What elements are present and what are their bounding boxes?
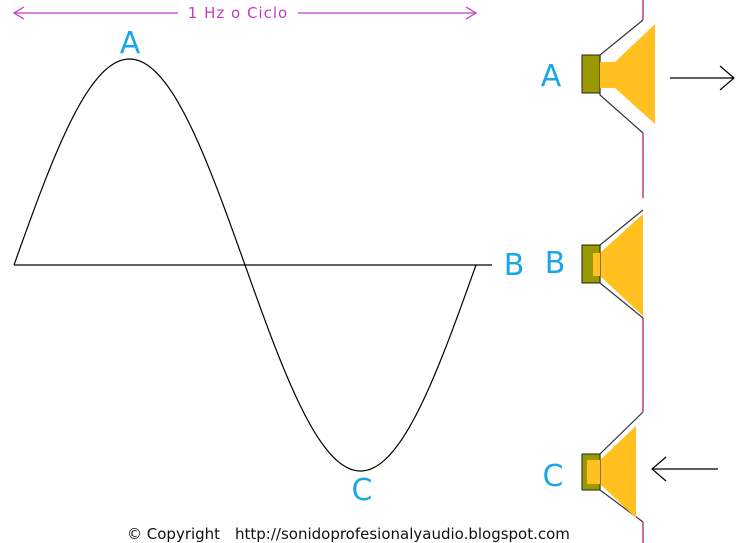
speaker-cone-b bbox=[600, 214, 643, 316]
blog-url: http://sonidoprofesionalyaudio.blogspot.… bbox=[235, 525, 570, 543]
speaker-magnet-a bbox=[581, 54, 601, 94]
wave-baseline-label: B bbox=[504, 248, 525, 283]
cycle-arrowhead-left bbox=[12, 6, 25, 20]
speaker-label-a: A bbox=[541, 59, 562, 94]
speaker-voicecoil-a bbox=[600, 62, 615, 88]
speaker-cone-c bbox=[600, 426, 636, 518]
speaker-label-c: C bbox=[543, 459, 564, 494]
speaker-voicecoil-c bbox=[587, 460, 600, 484]
copyright-text: © Copyright bbox=[127, 525, 220, 543]
speaker-label-b: B bbox=[545, 246, 566, 281]
cycle-arrowhead-right bbox=[465, 6, 478, 20]
right-arrow-icon bbox=[670, 65, 735, 91]
cycle-label: 1 Hz o Ciclo bbox=[188, 4, 288, 22]
speaker-c bbox=[581, 411, 718, 543]
speaker-cone-a bbox=[615, 24, 655, 124]
wave-trough-label: C bbox=[352, 473, 373, 508]
speaker-b bbox=[581, 209, 644, 412]
cycle-dimension bbox=[12, 6, 478, 20]
left-arrow-icon bbox=[651, 456, 718, 482]
wave-peak-label: A bbox=[120, 26, 141, 61]
sine-wave bbox=[13, 58, 477, 472]
speaker-a bbox=[581, 0, 735, 198]
speaker-voicecoil-b bbox=[593, 253, 600, 276]
